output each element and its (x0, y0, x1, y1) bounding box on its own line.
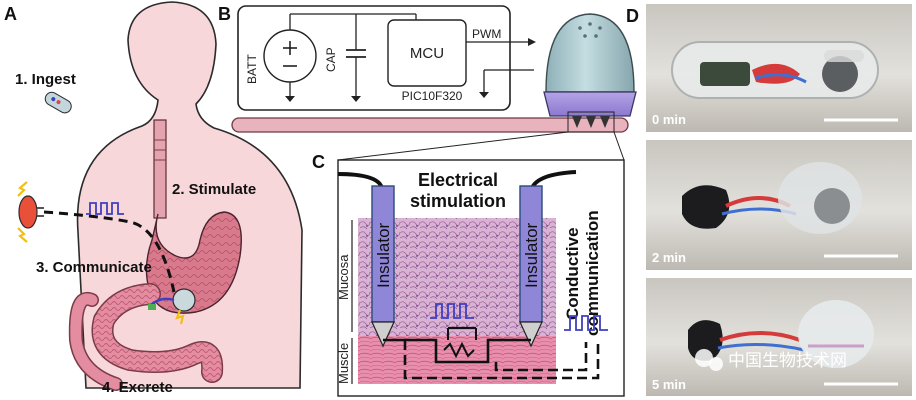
dome-vent (583, 34, 587, 38)
device-electrode (148, 304, 156, 310)
stimulation-circuit (383, 338, 531, 364)
photo-time-5: 5 min (652, 377, 686, 392)
panel-label-a: A (4, 4, 17, 24)
side-conductive: Conductive (563, 227, 582, 320)
intestine-lumen (93, 284, 222, 382)
mcu-block (387, 19, 467, 87)
panel-a: A 1. Ingest (4, 1, 303, 396)
left-electrode-tip (371, 321, 395, 348)
zoom-line (337, 131, 569, 161)
step-ingest: 1. Ingest (15, 71, 76, 88)
device-electrode (572, 116, 582, 128)
intestine-loop-lumen (70, 293, 122, 390)
photo-2-min: 2 min (646, 140, 912, 270)
step-excrete: 4. Excrete (102, 379, 173, 396)
zoom-line (613, 131, 625, 161)
panel-label-b: B (218, 4, 231, 24)
dome-vent (594, 34, 598, 38)
label-cap: CAP (324, 47, 338, 72)
label-pwm: PWM (472, 27, 501, 41)
panel-d: D 0 min 2 min (626, 4, 912, 396)
watermark-text: 中国生物技术网 (728, 351, 847, 371)
label-batt: BATT (245, 54, 259, 84)
dome-vent (598, 26, 602, 30)
dome-vent (578, 26, 582, 30)
side-communication: communication (583, 210, 602, 336)
wechat-icon (709, 357, 723, 371)
battery-symbol (263, 29, 317, 83)
photo-time-2: 2 min (652, 250, 686, 265)
zoom-box (567, 111, 615, 133)
dome-vent (588, 22, 592, 26)
title-stimulation: stimulation (410, 191, 506, 211)
stimulation-resistor (443, 341, 475, 359)
step-stimulate: 2. Stimulate (172, 181, 256, 198)
label-muscle: Muscle (336, 343, 351, 384)
panel-label-c: C (312, 152, 325, 172)
label-part: PIC10F320 (402, 89, 463, 103)
ground-symbol (351, 96, 361, 102)
panel-c: C Mucosa Muscle Insulator Insulator Elec… (312, 152, 625, 397)
stimulation-spark (175, 309, 185, 325)
device-dome (545, 13, 635, 93)
communication-link (43, 210, 176, 293)
photo-time-0: 0 min (652, 112, 686, 127)
wechat-icon (695, 349, 713, 367)
watermark: 中国生物技术网 (695, 349, 847, 371)
ingested-pill (44, 91, 72, 114)
photo-5-min: 5 min (646, 278, 912, 396)
receiver-spark-top (17, 181, 28, 197)
left-insulator-label: Insulator (374, 222, 393, 288)
communication-path (403, 340, 600, 380)
device-base (543, 91, 637, 117)
stimulation-pulses (430, 303, 474, 319)
device-in-stomach (172, 288, 196, 312)
right-insulator-label: Insulator (522, 222, 541, 288)
right-electrode-tip (519, 321, 543, 348)
panel-label-d: D (626, 6, 639, 26)
pwm-arrow (528, 38, 536, 46)
ground-symbol (285, 96, 295, 102)
esophagus (153, 119, 167, 219)
label-mucosa: Mucosa (336, 254, 351, 300)
communication-pulses (564, 315, 608, 331)
communication-pulses (86, 202, 124, 215)
label-mcu: MCU (410, 45, 444, 62)
title-electrical: Electrical (418, 170, 498, 190)
tissue-strip (231, 117, 629, 133)
muscle-tissue (358, 336, 556, 384)
device-electrode (586, 116, 596, 128)
communication-path (494, 342, 588, 372)
device-electrode (600, 116, 610, 128)
external-receiver (18, 195, 38, 229)
receiver-spark-bottom (17, 227, 28, 243)
panel-b: B BATT CAP MCU PIC10F320 PWM (218, 4, 637, 161)
ground-symbol (479, 92, 489, 98)
photo-0-min: 0 min (646, 4, 912, 132)
step-communicate: 3. Communicate (36, 259, 152, 276)
